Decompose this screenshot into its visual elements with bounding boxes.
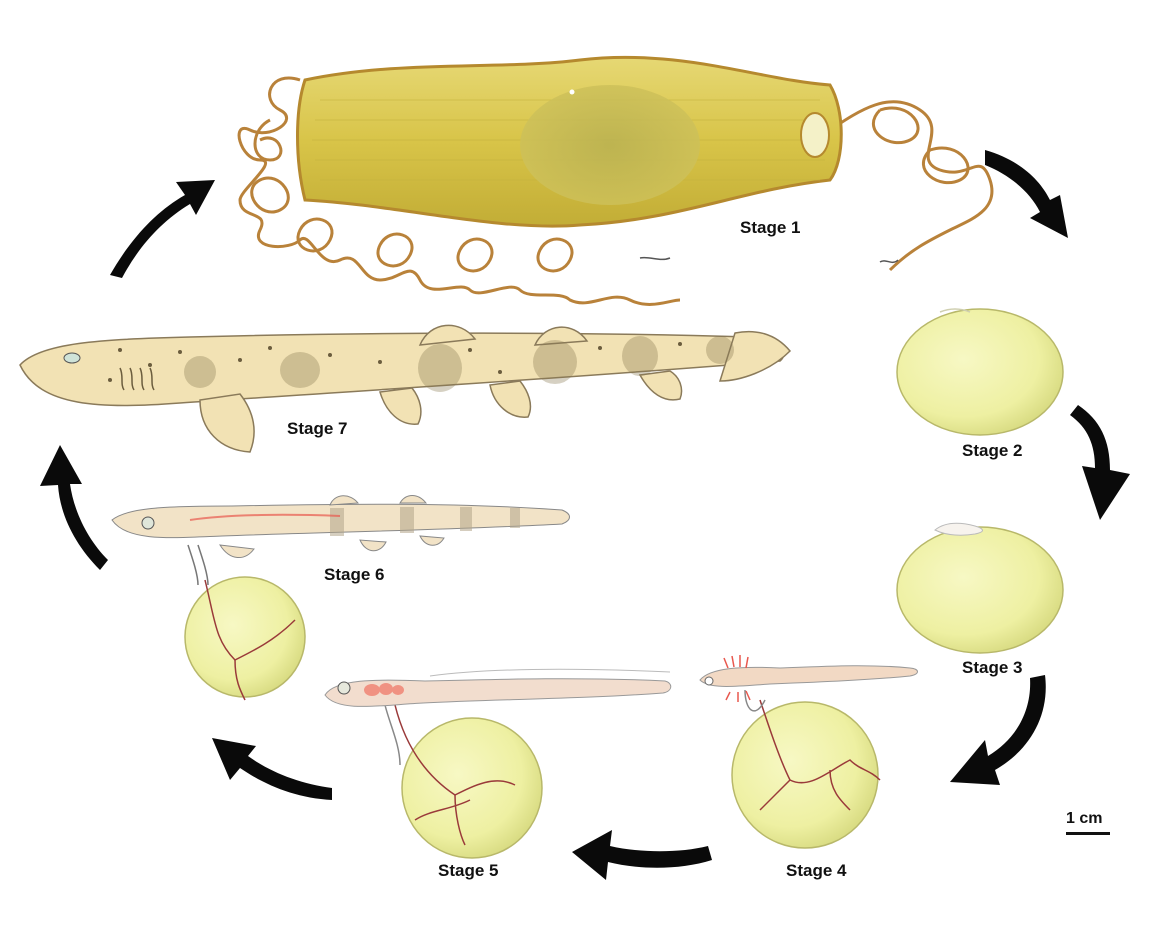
juvenile-shark-icon [111, 495, 570, 701]
cycle-arrow-icon [572, 830, 712, 880]
cycle-arrow-icon [212, 738, 332, 800]
stage-6-label: Stage 6 [324, 565, 384, 584]
cycle-arrow-icon [985, 150, 1068, 238]
juvenile-shark-icon [19, 324, 792, 453]
stage-2-label: Stage 2 [962, 441, 1022, 460]
egg-case-icon [237, 55, 994, 306]
yolk-sac-icon [896, 308, 1064, 436]
stage-3-label: Stage 3 [962, 658, 1022, 677]
embryo-icon [699, 655, 918, 849]
stage-5-label: Stage 5 [438, 861, 498, 880]
scale-bar-label: 1 cm [1066, 810, 1103, 827]
embryo-icon [324, 668, 672, 859]
cycle-arrow-icon [110, 180, 215, 278]
cycle-arrow-icon [950, 675, 1046, 785]
stage-7-label: Stage 7 [287, 419, 347, 438]
cycle-arrow-icon [1070, 405, 1130, 520]
scale-bar [1066, 832, 1110, 835]
yolk-sac-icon [896, 522, 1064, 654]
stage-4-label: Stage 4 [786, 861, 847, 880]
cycle-arrows [40, 150, 1130, 880]
stage-1-label: Stage 1 [740, 218, 800, 237]
cycle-arrow-icon [40, 445, 108, 570]
